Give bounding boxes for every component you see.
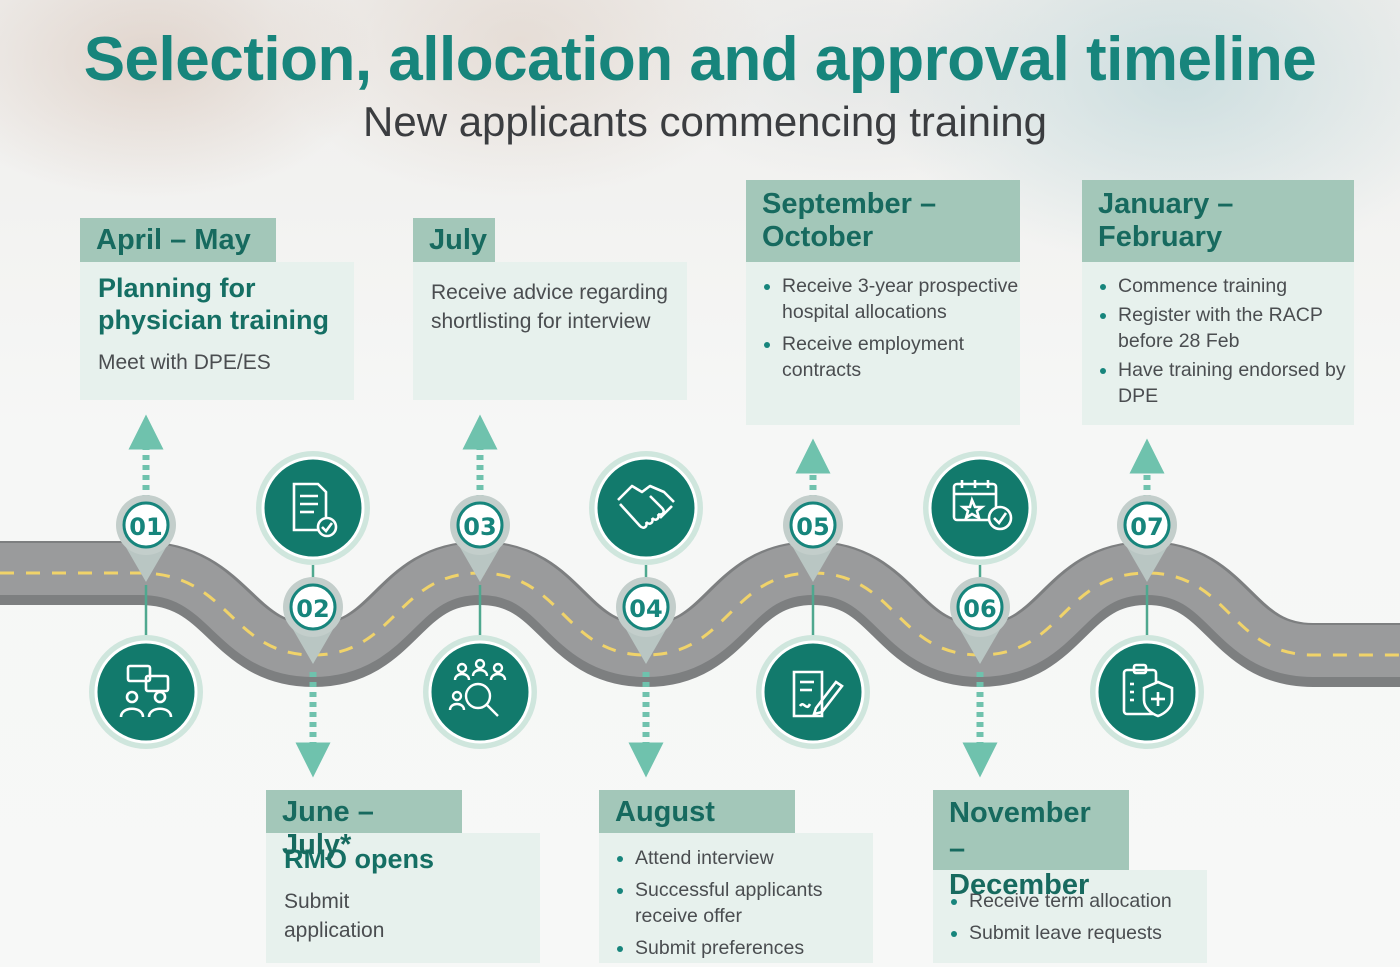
pin-01: 01 [116,495,176,582]
card-07-item-2: Register with the RACP before 28 Feb [1118,302,1362,354]
pin-02: 02 [283,577,343,664]
connectors [128,414,1165,778]
page-title: Selection, allocation and approval timel… [83,25,1317,94]
card-06-item-2: Submit leave requests [969,920,1209,946]
pin-05: 05 [783,495,843,582]
card-05-item-1: Receive 3-year prospective hospital allo… [782,273,1022,325]
card-04-item-3: Submit preferences [635,935,875,961]
card-07-item-1: Commence training [1118,273,1362,299]
pin-01-number: 01 [129,513,162,541]
page-subtitle: New applicants commencing training [363,98,1047,145]
card-04-period: August [599,790,795,833]
card-06: Receive term allocation Submit leave req… [933,870,1207,963]
card-04-item-2: Successful applicants receive offer [635,877,875,929]
card-01-heading: Planning for physician training [98,273,330,335]
card-07: Commence training Register with the RACP… [1082,262,1354,425]
handshake-icon [589,451,703,565]
pin-07: 07 [1117,495,1177,582]
card-06-item-1: Receive term allocation [969,888,1209,914]
card-02: RMO opens Submit application [266,833,540,963]
card-03-text: Receive advice regarding shortlisting fo… [431,281,668,333]
document-check-icon [256,451,370,565]
pin-03: 03 [450,495,510,582]
card-07-list: Commence training Register with the RACP… [1100,273,1362,412]
pin-04: 04 [616,577,676,664]
pin-06: 06 [950,577,1010,664]
road-top [0,542,1400,678]
card-07-item-3: Have training endorsed by DPE [1118,357,1362,409]
card-03: Receive advice regarding shortlisting fo… [413,262,687,400]
card-05-item-2: Receive employment contracts [782,331,1022,383]
card-02-heading: RMO opens [284,844,435,874]
candidate-search-icon [423,635,537,749]
card-05-list: Receive 3-year prospective hospital allo… [764,273,1022,389]
card-05: Receive 3-year prospective hospital allo… [746,262,1020,425]
card-02-period: June – July* [266,790,462,861]
pin-02-number: 02 [296,595,329,623]
card-01-text: Meet with DPE/ES [98,351,271,374]
road-dashed-line [0,571,1400,657]
pin-07-number: 07 [1130,513,1163,541]
pin-05-number: 05 [796,513,829,541]
calendar-check-icon [923,451,1037,565]
card-03-period: July [413,218,495,262]
contract-signing-icon [756,635,870,749]
pin-04-number: 04 [629,595,662,623]
medical-clipboard-shield-icon [1090,635,1204,749]
pin-06-number: 06 [963,595,996,623]
card-05-period: September – October [746,180,1020,262]
meeting-people-icon [89,635,203,749]
card-01: Planning for physician training Meet wit… [80,262,354,400]
card-02-text: Submit application [284,890,385,942]
card-04: Attend interview Successful applicants r… [599,833,873,963]
pin-03-number: 03 [463,513,496,541]
card-01-period: April – May [80,218,276,262]
card-04-list: Attend interview Successful applicants r… [617,845,875,967]
card-06-list: Receive term allocation Submit leave req… [951,888,1209,952]
card-07-period: January – February [1082,180,1354,262]
card-06-period: November – December [933,790,1129,901]
card-04-item-1: Attend interview [635,845,875,871]
